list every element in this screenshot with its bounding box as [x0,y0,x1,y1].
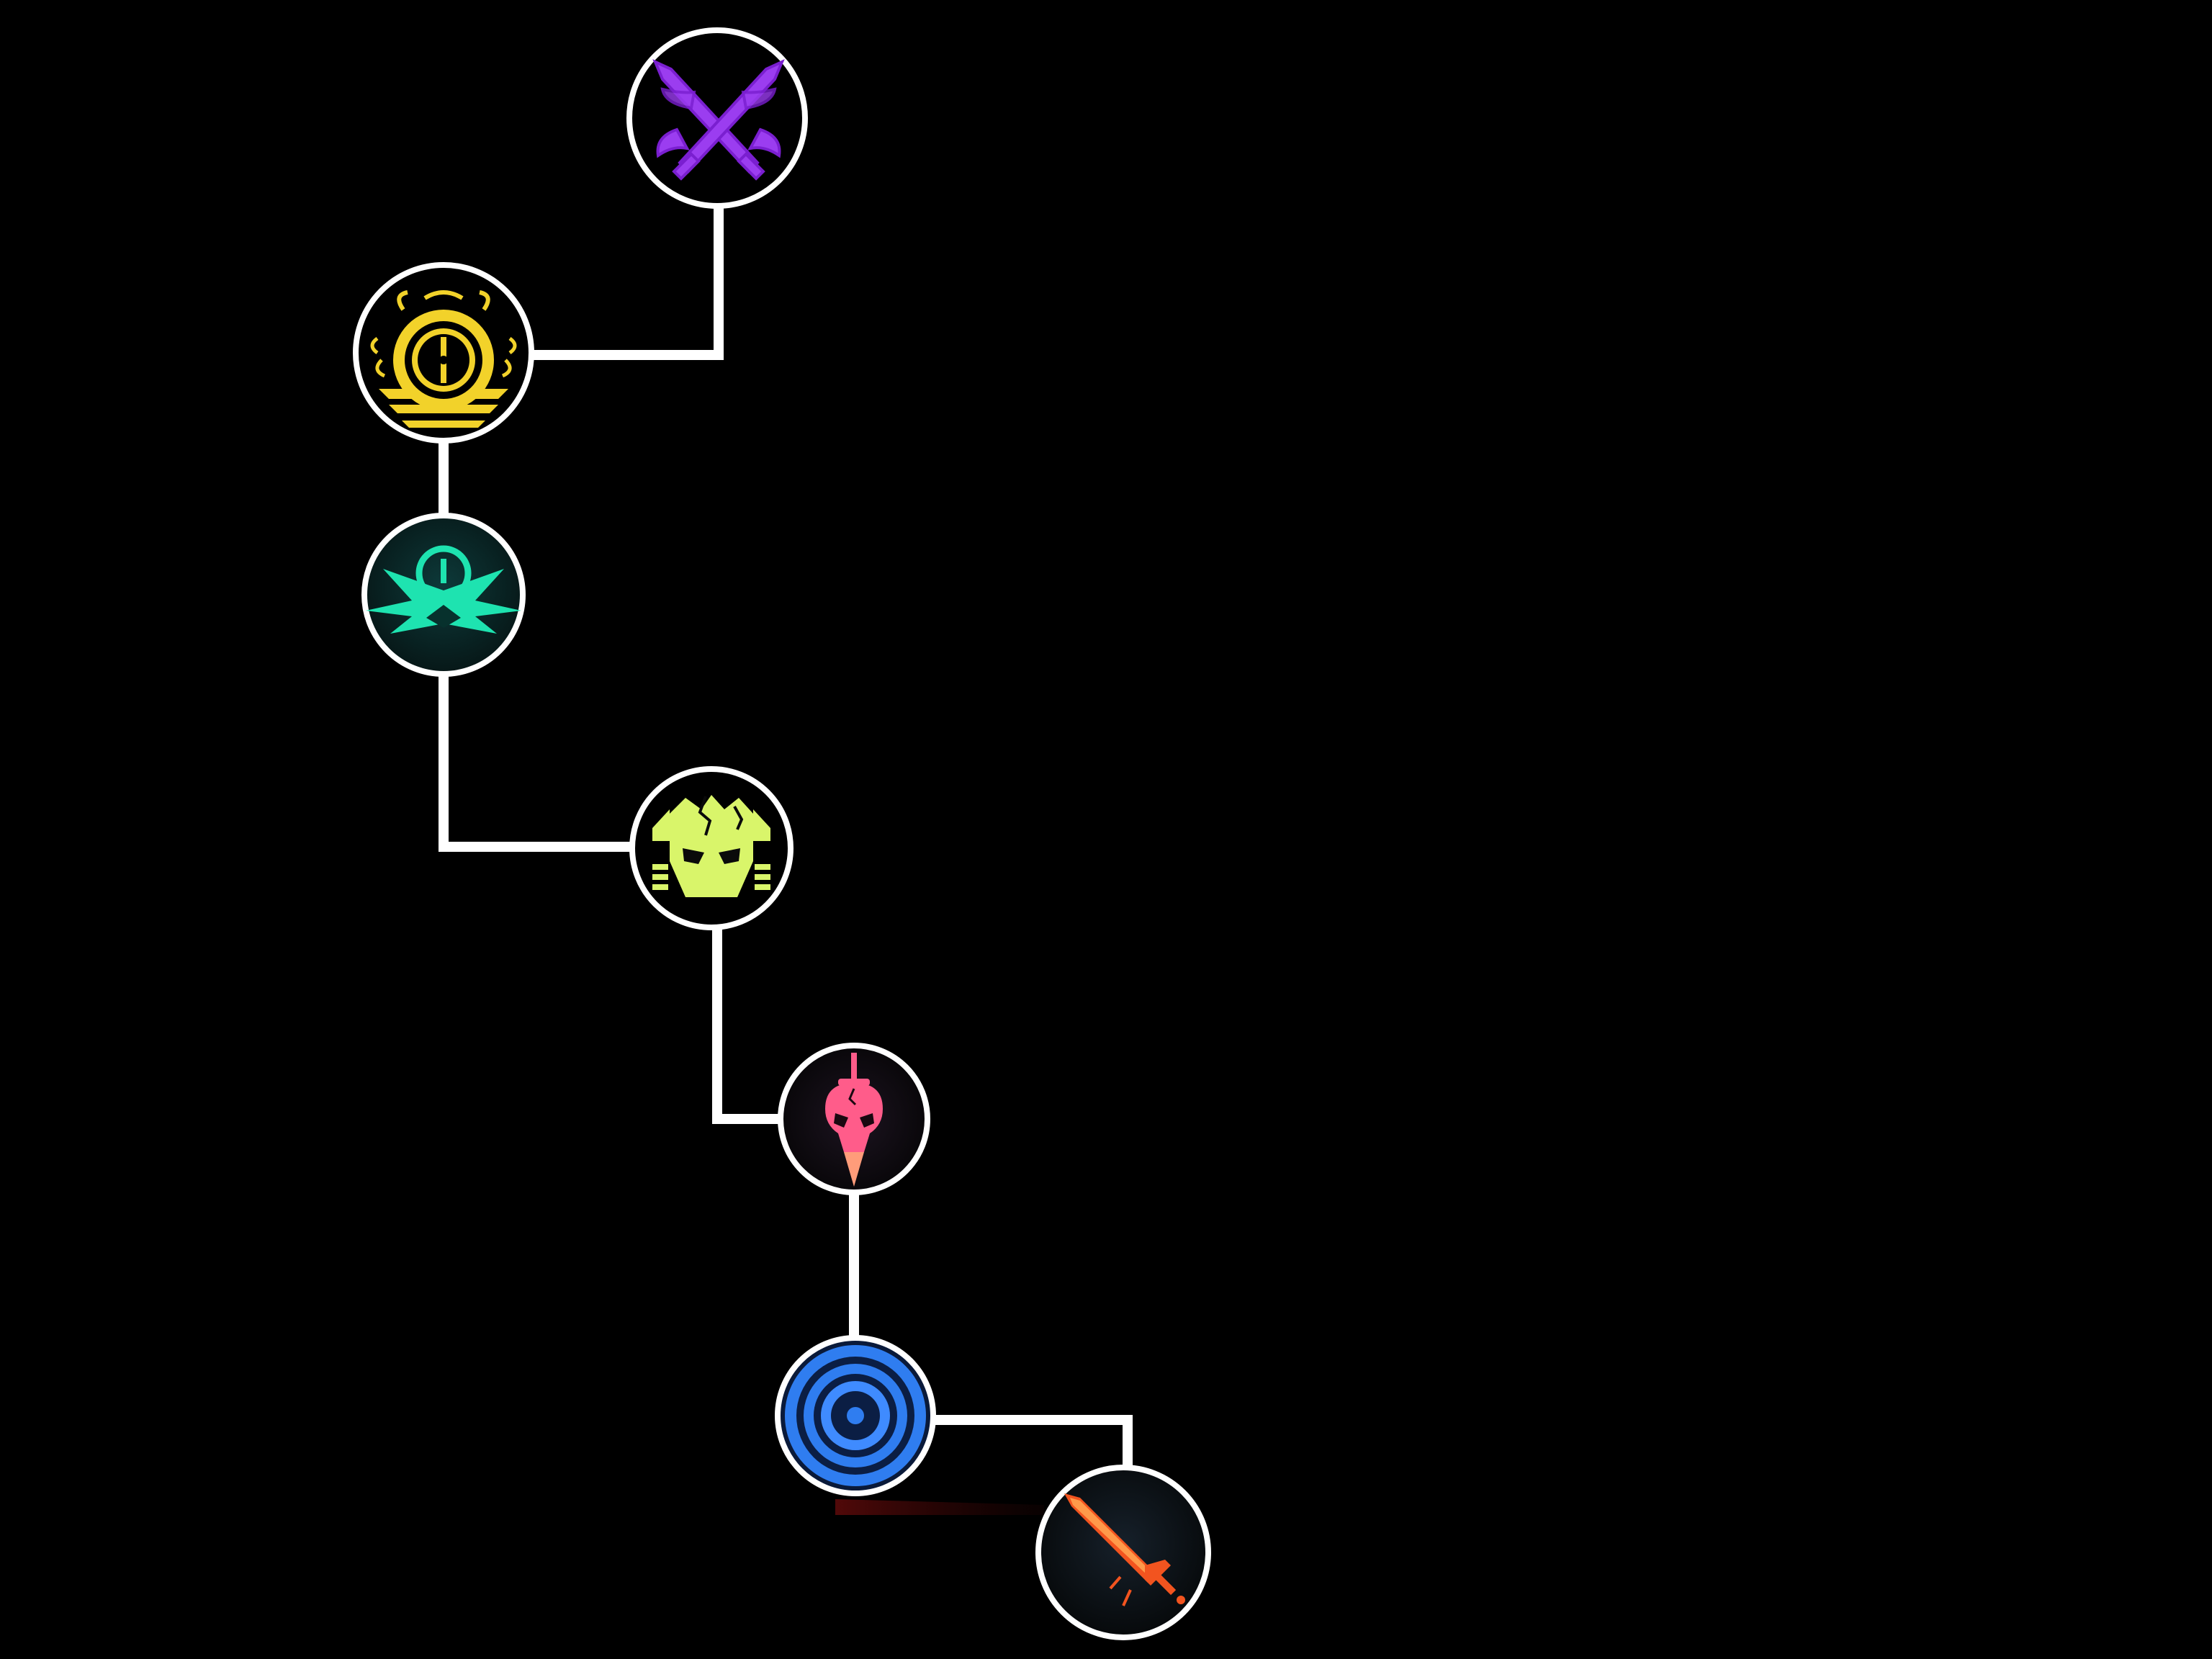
red-trail-effect [835,1499,1044,1515]
blue-target-icon [785,1345,926,1486]
node-blue-target[interactable] [775,1335,936,1496]
teal-clock-star-icon [366,545,521,634]
node-cracked-skull[interactable] [629,766,793,930]
pink-mask-dagger-icon [825,1053,883,1187]
node-crossed-swords[interactable] [626,27,808,209]
golden-clock-emblem-icon [370,290,517,428]
connector-lines [439,206,1133,1469]
crossed-swords-icon [652,59,785,181]
connector-teal-star-to-skull [439,674,634,852]
connector-swords-to-golden-clock [531,206,724,360]
node-orange-sword[interactable] [1035,1465,1211,1640]
node-teal-clock-star[interactable] [361,513,526,677]
orange-sword-icon [1064,1493,1185,1606]
node-pink-mask-blade[interactable] [778,1043,930,1195]
connector-skull-to-pink-mask [712,927,781,1124]
node-golden-clock[interactable] [353,262,534,444]
cracked-skull-icon [652,795,770,897]
connector-blue-target-to-orange-sword [932,1415,1133,1469]
